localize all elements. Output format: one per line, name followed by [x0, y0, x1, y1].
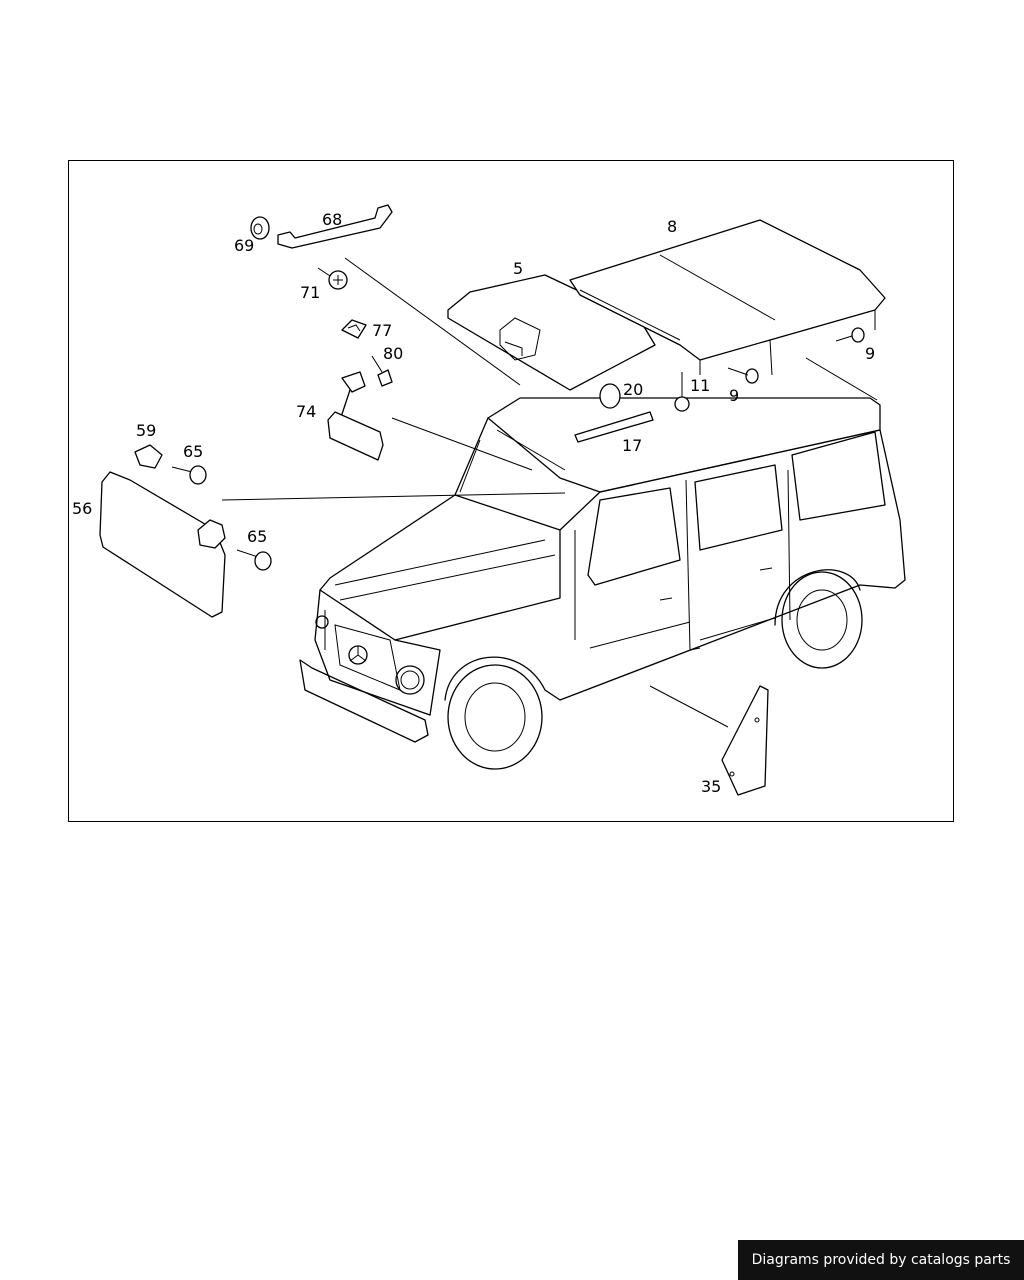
rear-side-window: [791, 431, 886, 521]
callout-68: 68: [322, 210, 342, 229]
screw-80-shaft: [371, 355, 383, 373]
callout-69: 69: [234, 236, 254, 255]
rear-door-window: [694, 464, 783, 551]
sun-visor-56: [99, 471, 226, 618]
screw-80-head: [377, 369, 393, 387]
mirror-74: [327, 411, 384, 461]
leader-35: [649, 685, 729, 728]
rear-wheel: [781, 571, 863, 669]
front-wheel-rim: [464, 682, 526, 752]
callout-11: 11: [690, 376, 710, 395]
clip-9a-shaft: [835, 335, 853, 342]
leader-56: [221, 492, 566, 501]
callout-65a: 65: [183, 442, 203, 461]
star-badge-arms: [349, 646, 367, 662]
window-panel-35: [721, 685, 769, 796]
leader-8: [805, 357, 878, 401]
rear-wheel-arch: [774, 569, 861, 626]
roof-outline: [487, 397, 881, 493]
headliner-front-vent: [504, 341, 523, 356]
door-seams: [574, 469, 791, 651]
front-wheel-arch: [444, 656, 546, 701]
hood-lines: [334, 539, 556, 601]
watermark-banner: Diagrams provided by catalogs parts: [738, 1240, 1024, 1280]
headliner-rear-seams: [579, 254, 776, 341]
door-handles: [659, 567, 773, 601]
leader-lines: [221, 257, 878, 728]
callout-17: 17: [622, 436, 642, 455]
leader-9b: [727, 367, 749, 376]
clip-77-inner: [347, 324, 361, 332]
cap-69-inner: [253, 223, 263, 235]
screw-65b-head: [254, 551, 272, 571]
clip-9b: [745, 368, 759, 384]
headliner-rear-edges: [699, 310, 876, 376]
small-parts: [99, 204, 865, 796]
windshield-inner: [459, 429, 566, 493]
leader-68: [344, 257, 521, 386]
windshield: [454, 417, 601, 531]
rear-wheel-rim: [796, 589, 848, 651]
callout-8: 8: [667, 217, 677, 236]
panel-hole-1: [729, 771, 735, 777]
callout-labels: 68 69 71 77 80 74 59 65 56 65 5 8 9 20 1…: [72, 210, 875, 796]
screw-65a-shaft: [171, 466, 193, 473]
grille: [324, 610, 401, 691]
screw-65b-shaft: [236, 549, 259, 558]
callout-56: 56: [72, 499, 92, 518]
headlight-inner: [400, 670, 420, 690]
callout-59: 59: [136, 421, 156, 440]
callout-71: 71: [300, 283, 320, 302]
clip-77: [341, 319, 367, 339]
callout-80: 80: [383, 344, 403, 363]
headliner-front-cutout: [499, 317, 541, 361]
callout-35: 35: [701, 777, 721, 796]
front-face: [314, 589, 441, 716]
trim-strip-17: [574, 411, 654, 443]
headliner-parts: [447, 219, 886, 391]
hook-59: [134, 444, 163, 469]
vehicle-illustration: [299, 397, 906, 770]
clip-9a: [851, 327, 865, 343]
callout-9b: 9: [729, 386, 739, 405]
mirror-mount-74: [341, 371, 366, 393]
front-wheel: [447, 664, 543, 770]
door-lower-lines: [589, 617, 776, 649]
panel-hole-2: [754, 717, 760, 723]
headlight: [395, 665, 425, 695]
screw-11-head: [674, 396, 690, 412]
side-body: [544, 429, 906, 701]
indicator: [315, 615, 329, 629]
front-bumper: [299, 659, 429, 743]
callout-74: 74: [296, 402, 316, 421]
callout-65b: 65: [247, 527, 267, 546]
screw-65a-head: [189, 465, 207, 485]
callout-20: 20: [623, 380, 643, 399]
clip-20: [599, 383, 621, 409]
visor-bracket-56: [197, 519, 226, 549]
callout-77: 77: [372, 321, 392, 340]
leader-74: [391, 417, 533, 471]
screw-71-shaft: [317, 267, 343, 285]
grab-handle-68: [277, 204, 393, 249]
hood: [319, 494, 561, 641]
front-door-window: [587, 487, 681, 586]
callout-9a: 9: [865, 344, 875, 363]
callout-5: 5: [513, 259, 523, 278]
